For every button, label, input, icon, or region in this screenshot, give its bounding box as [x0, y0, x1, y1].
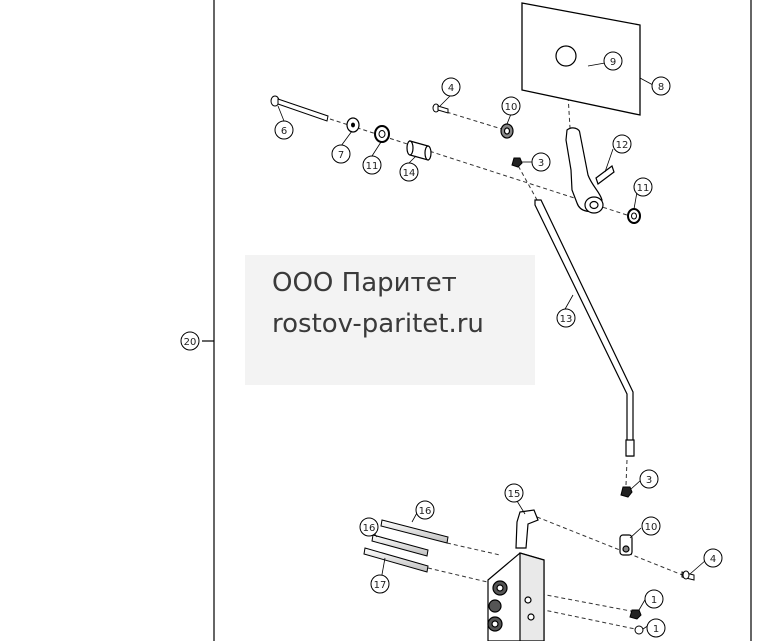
callout-7: 7 — [331, 144, 351, 164]
lever-part-12 — [565, 127, 615, 214]
svg-text:1: 1 — [651, 595, 657, 606]
washer-part-7 — [346, 117, 360, 133]
plate-part-8 — [521, 2, 641, 116]
rod-part-17 — [363, 547, 429, 573]
callout-11: 11 — [362, 155, 382, 175]
svg-text:8: 8 — [658, 82, 664, 93]
handle-part-15 — [515, 509, 539, 549]
callout-13: 13 — [556, 308, 576, 328]
washer-part-11 — [374, 125, 390, 143]
svg-text:7: 7 — [338, 150, 344, 161]
callout-16-lower: 16 — [359, 517, 379, 537]
callout-4-upper: 4 — [441, 77, 461, 97]
clevis-part-10-lower — [619, 534, 633, 556]
callout-8: 8 — [651, 76, 671, 96]
watermark-company-name: ООО Паритет — [272, 268, 457, 298]
callout-1-lower: 1 — [646, 618, 666, 638]
svg-text:16: 16 — [419, 506, 432, 517]
callout-labels: 20 6 7 11 14 4 10 3 9 8 12 11 13 3 15 16… — [180, 51, 723, 638]
svg-text:4: 4 — [710, 554, 716, 565]
svg-text:10: 10 — [645, 522, 658, 533]
bushing-part-14 — [406, 140, 432, 161]
assembly-axis-lines — [329, 61, 691, 631]
svg-text:15: 15 — [508, 489, 521, 500]
callout-4-lower: 4 — [703, 548, 723, 568]
svg-text:20: 20 — [184, 337, 197, 348]
svg-text:17: 17 — [374, 580, 387, 591]
nut-part-1-upper — [629, 609, 642, 620]
callout-20: 20 — [180, 331, 200, 351]
rod-part-13 — [534, 199, 635, 457]
callout-14: 14 — [399, 162, 419, 182]
callout-10-lower: 10 — [641, 516, 661, 536]
callout-11-right: 11 — [633, 177, 653, 197]
svg-text:12: 12 — [616, 140, 629, 151]
svg-text:3: 3 — [646, 475, 652, 486]
svg-text:13: 13 — [560, 314, 573, 325]
callout-16-upper: 16 — [415, 500, 435, 520]
svg-text:3: 3 — [538, 158, 544, 169]
nut-part-1-lower — [634, 625, 644, 635]
bolt-part-6 — [270, 95, 329, 122]
svg-text:16: 16 — [363, 523, 376, 534]
rod-part-16-lower — [371, 534, 429, 557]
svg-text:11: 11 — [366, 161, 379, 172]
callout-9: 9 — [603, 51, 623, 71]
washer-part-11-right — [627, 208, 641, 224]
svg-text:14: 14 — [403, 168, 416, 179]
svg-text:4: 4 — [448, 83, 454, 94]
callout-3-upper: 3 — [531, 152, 551, 172]
svg-text:10: 10 — [505, 102, 518, 113]
clevis-part-10-upper — [500, 123, 514, 139]
watermark-website: rostov-paritet.ru — [272, 309, 484, 339]
rod-part-16-upper — [380, 519, 449, 544]
svg-text:11: 11 — [637, 183, 650, 194]
pin-part-4-lower — [681, 570, 695, 581]
callout-3-lower: 3 — [639, 469, 659, 489]
valve-body — [487, 552, 545, 641]
nut-part-3-upper — [511, 157, 523, 168]
svg-text:9: 9 — [610, 57, 616, 68]
svg-text:1: 1 — [653, 624, 659, 635]
callout-15: 15 — [504, 483, 524, 503]
callout-1-upper: 1 — [644, 589, 664, 609]
callout-17: 17 — [370, 574, 390, 594]
pin-part-4-upper — [432, 103, 449, 114]
callout-10-upper: 10 — [501, 96, 521, 116]
nut-part-3-lower — [620, 486, 633, 498]
watermark-background — [245, 255, 535, 385]
callout-12: 12 — [612, 134, 632, 154]
svg-text:6: 6 — [281, 126, 287, 137]
assembly-frame — [202, 0, 752, 641]
callout-6: 6 — [274, 120, 294, 140]
